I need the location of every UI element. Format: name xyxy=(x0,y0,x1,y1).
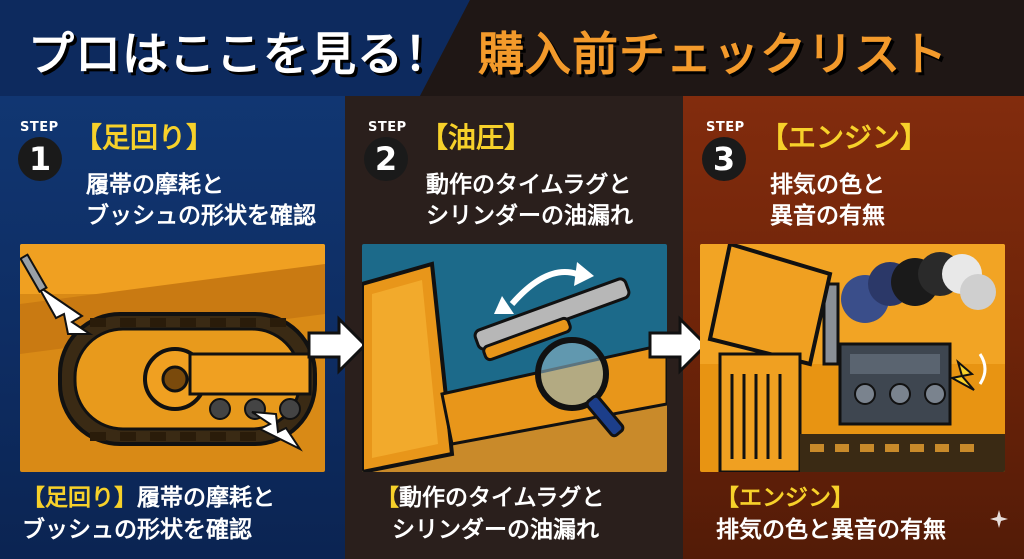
step3-number: 3 xyxy=(702,137,746,181)
step1-caption-line1: 【足回り】履帯の摩耗と xyxy=(22,482,275,514)
right-arrow-icon xyxy=(648,315,709,375)
step1-category: 【足回り】 xyxy=(74,121,215,154)
step2-hydraulic-illustration xyxy=(362,244,667,472)
step2-caption-line1: 【動作のタイムラグと xyxy=(376,482,604,514)
step3-caption-category: 【エンジン】 xyxy=(716,485,854,511)
step3-category: 【エンジン】 xyxy=(760,121,929,154)
step1-track-illustration xyxy=(20,244,325,472)
step1-desc-line1: 履帯の摩耗と xyxy=(86,172,224,198)
sparkle-icon xyxy=(990,510,1008,528)
step2-caption-category: 【 xyxy=(376,485,399,511)
step1-caption-line2: ブッシュの形状を確認 xyxy=(22,517,252,543)
step2-category: 【油圧】 xyxy=(420,121,533,154)
right-arrow-icon xyxy=(307,315,368,375)
step1-label: STEP xyxy=(20,120,59,135)
step2-desc-line1: 動作のタイムラグと xyxy=(426,172,632,198)
step3-desc-line2: 異音の有無 xyxy=(770,203,885,229)
step3-label: STEP xyxy=(706,120,745,135)
step2-caption-rest: 動作のタイムラグと xyxy=(399,485,605,511)
step1-desc-line2: ブッシュの形状を確認 xyxy=(86,203,316,229)
step3-engine-illustration xyxy=(700,244,1005,472)
step2-caption-line2: シリンダーの油漏れ xyxy=(392,517,599,543)
step1-caption-rest: 履帯の摩耗と xyxy=(137,485,275,511)
step2-number: 2 xyxy=(364,137,408,181)
step1-caption-category: 【足回り】 xyxy=(22,485,137,511)
title-right: 購入前チェックリスト xyxy=(478,27,948,81)
step3-caption-line2: 排気の色と異音の有無 xyxy=(716,517,946,543)
step1-number: 1 xyxy=(18,137,62,181)
step2-desc-line2: シリンダーの油漏れ xyxy=(426,203,633,229)
step3-desc-line1: 排気の色と xyxy=(770,172,885,198)
step3-caption-line1: 【エンジン】 xyxy=(716,482,854,514)
title-left: プロはここを見る！ xyxy=(28,27,451,81)
header-bar xyxy=(0,0,1024,96)
step2-label: STEP xyxy=(368,120,407,135)
magnifier-icon xyxy=(535,337,625,438)
